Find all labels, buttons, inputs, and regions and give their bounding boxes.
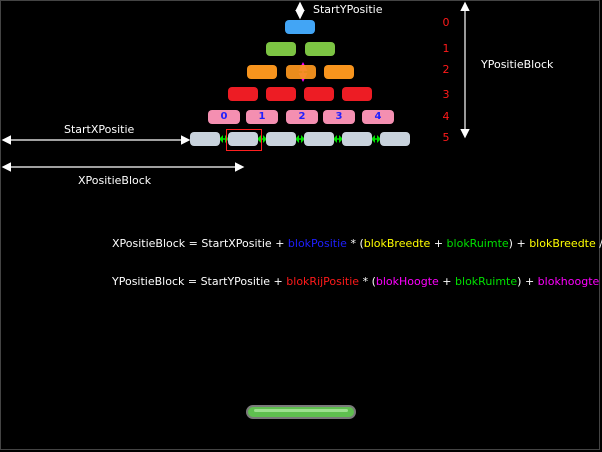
block-spacing-arrowhead bbox=[371, 135, 375, 143]
brick-row5-0 bbox=[190, 132, 220, 146]
brick-row3-2 bbox=[304, 87, 334, 101]
formula-x-blokbreedte-2: blokBreedte bbox=[529, 237, 596, 250]
formula-y-blokhoogte-2: blokhoogte bbox=[537, 275, 600, 288]
row-number-0: 0 bbox=[442, 16, 450, 29]
brick-row0-0 bbox=[285, 20, 315, 34]
brick-row5-1 bbox=[228, 132, 258, 146]
formula-x-part7: ) + bbox=[508, 237, 530, 250]
brick-row4-4 bbox=[362, 110, 394, 124]
brick-row5-5 bbox=[380, 132, 410, 146]
row-number-4: 4 bbox=[442, 110, 450, 123]
paddle bbox=[246, 405, 356, 419]
formula-x-part9: / 2 bbox=[596, 237, 602, 250]
brick-row5-2 bbox=[266, 132, 296, 146]
block-spacing-arrowhead bbox=[339, 135, 343, 143]
formula-x-part3: * ( bbox=[346, 237, 364, 250]
brick-row3-3 bbox=[342, 87, 372, 101]
formula-y-part5: + bbox=[438, 275, 456, 288]
block-spacing-arrowhead bbox=[263, 135, 267, 143]
brick-row4-0 bbox=[208, 110, 240, 124]
brick-row4-2 bbox=[286, 110, 318, 124]
block-spacing-arrowhead bbox=[301, 135, 305, 143]
formula-x-blokruimte: blokRuimte bbox=[446, 237, 509, 250]
x-block-label: XPositieBlock bbox=[78, 174, 152, 187]
brick-row2-0 bbox=[247, 65, 277, 79]
brick-row4-1 bbox=[246, 110, 278, 124]
formula-y-blokrijpositie: blokRijPositie bbox=[286, 275, 360, 288]
formula-y-part3: * ( bbox=[359, 275, 376, 288]
brick-row3-0 bbox=[228, 87, 258, 101]
block-spacing-arrowhead bbox=[333, 135, 337, 143]
start-y-label: StartYPositie bbox=[313, 3, 383, 16]
row-number-1: 1 bbox=[442, 42, 450, 55]
formula-x-part1: XPositieBlock = StartXPositie + bbox=[112, 237, 288, 250]
formula-x-blokbreedte: blokBreedte bbox=[363, 237, 431, 250]
brick-row1-0 bbox=[266, 42, 296, 56]
block-spacing-arrowhead bbox=[295, 135, 299, 143]
brick-row5-3 bbox=[304, 132, 334, 146]
formula-y-part7: ) + bbox=[517, 275, 538, 288]
row-number-5: 5 bbox=[442, 131, 450, 144]
block-index-2: 2 bbox=[298, 111, 306, 122]
formula-x: XPositieBlock = StartXPositie + blokPosi… bbox=[112, 237, 602, 250]
row-number-2: 2 bbox=[442, 63, 450, 76]
block-spacing-arrowhead bbox=[257, 135, 261, 143]
highlighted-block-outline bbox=[226, 129, 262, 151]
block-spacing-arrowhead bbox=[377, 135, 381, 143]
brick-row1-1 bbox=[305, 42, 335, 56]
brick-row3-1 bbox=[266, 87, 296, 101]
formula-y-blokruimte: blokRuimte bbox=[455, 275, 518, 288]
brick-row5-4 bbox=[342, 132, 372, 146]
brick-row4-3 bbox=[323, 110, 355, 124]
formula-x-blokpositie: blokPositie bbox=[287, 237, 347, 250]
brick-row2-1 bbox=[286, 65, 316, 79]
block-index-1: 1 bbox=[258, 111, 266, 122]
formula-x-part5: + bbox=[430, 237, 447, 250]
row-number-3: 3 bbox=[442, 88, 450, 101]
start-x-label: StartXPositie bbox=[64, 123, 135, 136]
formula-y-blokhoogte: blokHoogte bbox=[375, 275, 439, 288]
y-block-label: YPositieBlock bbox=[481, 58, 554, 71]
brick-row2-2 bbox=[324, 65, 354, 79]
block-index-0: 0 bbox=[220, 111, 228, 122]
formula-y: YPositieBlock = StartYPositie + blokRijP… bbox=[112, 275, 602, 288]
block-spacing-arrowhead bbox=[219, 135, 223, 143]
block-index-4: 4 bbox=[374, 111, 382, 122]
block-index-3: 3 bbox=[335, 111, 343, 122]
formula-y-part1: YPositieBlock = StartYPositie + bbox=[112, 275, 287, 288]
